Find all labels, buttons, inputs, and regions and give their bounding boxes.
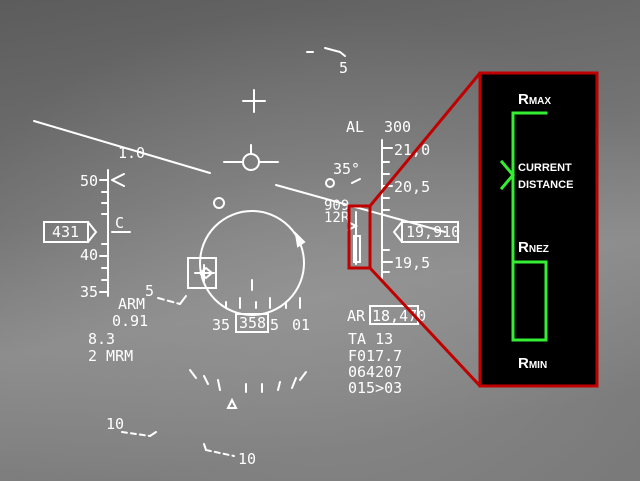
callout-connector-top	[368, 72, 482, 207]
pitch-ladder-left-a	[157, 297, 181, 305]
airspeed-readout: 431	[52, 223, 79, 241]
heading-readout: 358	[239, 314, 266, 332]
closure-readout: F017.7	[348, 347, 402, 365]
current-distance-label-2: DISTANCE	[518, 179, 573, 191]
pitch-ladder-label: 1.0	[118, 144, 145, 162]
nez-box	[511, 260, 548, 342]
hud-range-scale	[347, 211, 361, 265]
altitude-box-pointer	[392, 221, 403, 243]
coordinates-readout: 064207	[348, 363, 402, 381]
lower-pitch-ladder-left	[121, 431, 157, 437]
current-distance-label-1: CURRENT	[518, 162, 572, 174]
callout-panel	[478, 71, 599, 388]
heading-left: 35	[212, 316, 230, 334]
bank-reference-circle	[325, 178, 335, 188]
horizon-line-right	[275, 184, 446, 233]
alt-scale-mid: 20,5	[394, 178, 430, 196]
lower-bank-scale	[189, 369, 307, 409]
heading-box	[235, 313, 269, 333]
rmax-label: RMAX	[518, 91, 551, 108]
pitch-ladder-left-b	[179, 295, 187, 305]
callout-connector-bottom	[368, 266, 482, 388]
airspeed-scale-bottom: 35	[80, 283, 98, 301]
alt-side-upper: 909	[324, 198, 349, 214]
airspeed-box	[43, 221, 89, 243]
lower-ladder-right-label: 10	[238, 450, 256, 468]
airspeed-box-pointer	[87, 221, 98, 243]
steering-readout: 015>03	[348, 379, 402, 397]
steering-circle-caret	[294, 231, 306, 248]
alt-side-lower: 12R	[324, 210, 350, 226]
target-designator-box	[187, 257, 217, 289]
altitude-mode: AL	[346, 118, 364, 136]
bank-angle-readout: 35°	[333, 160, 360, 178]
altitude-box	[401, 221, 459, 243]
waterline-cross	[242, 89, 266, 113]
airspeed-scale-mid: 40	[80, 246, 98, 264]
range-readout: 18,470	[372, 307, 426, 325]
heading-right-partial: 5	[270, 316, 279, 334]
airspeed-tape	[99, 169, 125, 297]
alt-scale-lower: 19,5	[394, 254, 430, 272]
current-distance-caret	[499, 159, 515, 191]
top-heading-tick	[306, 47, 346, 57]
airspeed-caret-label: C	[115, 214, 124, 232]
top-heading-number: 5	[339, 59, 348, 77]
horizon-line-left	[33, 120, 211, 174]
rmin-label: RMIN	[518, 355, 547, 372]
weapon-status: ARM	[118, 295, 145, 313]
bank-tick	[351, 178, 361, 184]
flight-path-marker	[223, 144, 279, 171]
range-box	[369, 305, 419, 325]
highlight-box	[347, 204, 372, 270]
target-aspect: TA 13	[348, 330, 393, 348]
g-load-readout: 8.3	[88, 330, 115, 348]
rnez-label: RNEZ	[518, 239, 549, 256]
pitch-ladder-left-label: 5	[145, 282, 154, 300]
heading-right: 01	[292, 316, 310, 334]
missile-count: 2 MRM	[88, 347, 133, 365]
range-label: AR	[347, 307, 366, 325]
heading-tape	[225, 279, 301, 309]
altitude-readout: 19,910	[406, 223, 460, 241]
lower-ladder-left-label: 10	[106, 415, 124, 433]
mach-readout: 0.91	[112, 312, 148, 330]
altitude-tape	[381, 139, 393, 279]
airspeed-scale-top: 50	[80, 172, 98, 190]
pipper-circle	[213, 197, 225, 209]
lower-pitch-ladder-right	[203, 443, 235, 457]
altitude-setting: 300	[384, 118, 411, 136]
